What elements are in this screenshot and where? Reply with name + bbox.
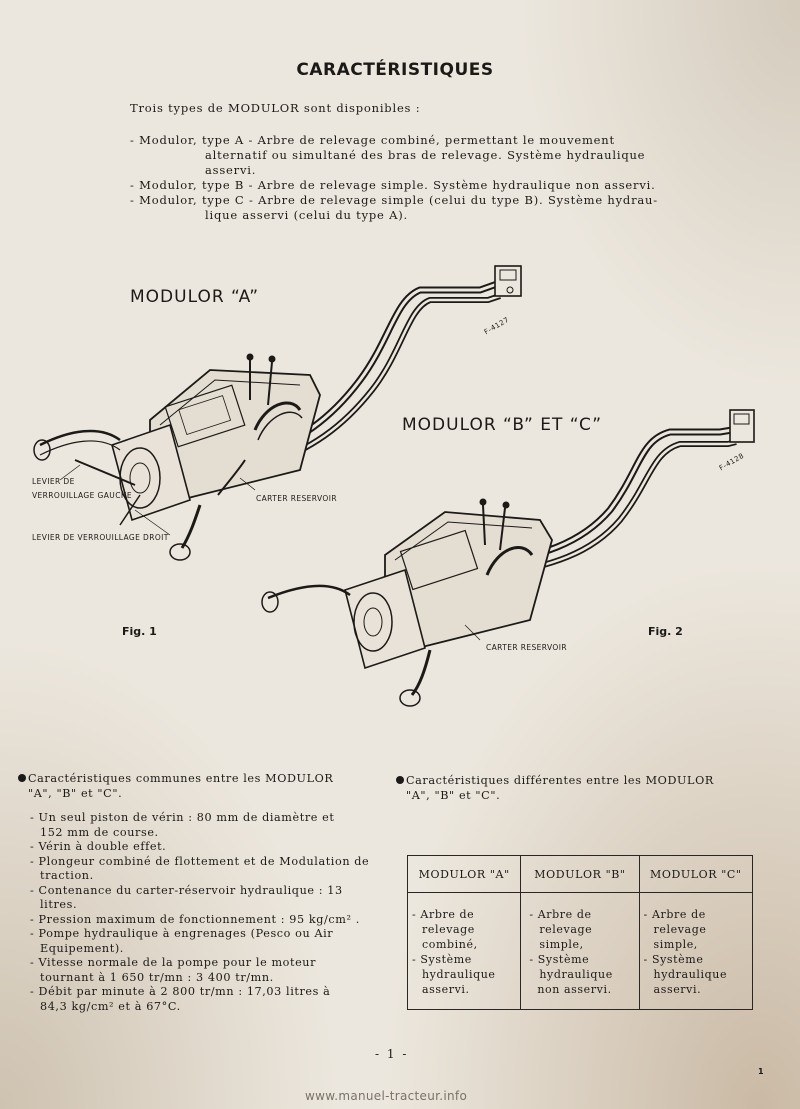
modulor-table: MODULOR "A" MODULOR "B" MODULOR "C" - Ar… xyxy=(406,855,754,1010)
type-b-line1: - Modulor, type B - Arbre de relevage si… xyxy=(130,178,656,192)
page-number: - 1 - xyxy=(375,1047,409,1061)
table-header-row: MODULOR "A" MODULOR "B" MODULOR "C" xyxy=(406,855,754,893)
different-heading-2: "A", "B" et "C". xyxy=(406,788,501,802)
common-heading-1: Caractéristiques communes entre les MODU… xyxy=(28,772,334,785)
callout-lever-left-2: VERROUILLAGE GAUCHE xyxy=(32,491,133,500)
table-row: - Arbre de relevage combiné, - Système h… xyxy=(406,892,754,1010)
figure1-caption: Fig. 1 xyxy=(122,625,157,638)
list-item: - Débit par minute à 2 800 tr/mn : 17,03… xyxy=(30,985,331,1013)
figure2-drawing xyxy=(261,409,755,707)
common-section: Caractéristiques communes entre les MODU… xyxy=(18,772,369,1014)
list-item: - Vitesse normale de la pompe pour le mo… xyxy=(30,956,317,984)
callout-reservoir-1: CARTER RESERVOIR xyxy=(256,494,337,503)
callout-lever-right: LEVIER DE VERROUILLAGE DROIT xyxy=(32,533,169,542)
types-list: - Modulor, type A - Arbre de relevage co… xyxy=(130,133,658,223)
figure2-caption: Fig. 2 xyxy=(648,625,683,638)
intro-text: Trois types de MODULOR sont disponibles … xyxy=(130,101,421,115)
list-item: - Pression maximum de fonctionnement : 9… xyxy=(30,912,360,926)
table-cell-c: - Arbre de relevage simple, - Système hy… xyxy=(638,892,754,1010)
list-item: - Contenance du carter-réservoir hydraul… xyxy=(30,883,343,912)
watermark-link[interactable]: www.manuel-tracteur.info xyxy=(305,1089,468,1103)
list-item: - Pompe hydraulique à engrenages (Pesco … xyxy=(30,927,334,955)
type-a-line2: alternatif ou simultané des bras de rele… xyxy=(205,148,646,162)
table-header: MODULOR "C" xyxy=(638,855,754,893)
table-header: MODULOR "B" xyxy=(520,855,640,893)
corner-number: 1 xyxy=(758,1067,764,1076)
common-heading-2: "A", "B" et "C". xyxy=(28,786,123,800)
table-header: MODULOR "A" xyxy=(406,855,522,893)
list-item: - Plongeur combiné de flottement et de M… xyxy=(30,854,370,883)
common-list: - Un seul piston de vérin : 80 mm de dia… xyxy=(18,811,369,1014)
type-a-line1: - Modulor, type A - Arbre de relevage co… xyxy=(130,133,615,147)
callout-lever-left-1: LEVIER DE xyxy=(32,477,75,486)
different-section: Caractéristiques différentes entre les M… xyxy=(396,774,714,803)
different-heading-1: Caractéristiques différentes entre les M… xyxy=(406,774,714,787)
table-cell-a: - Arbre de relevage combiné, - Système h… xyxy=(406,892,522,1010)
list-item: - Vérin à double effet. xyxy=(30,840,167,853)
figure1-drawing xyxy=(33,265,522,561)
type-c-line2: lique asservi (celui du type A). xyxy=(205,208,408,222)
bullet-icon xyxy=(396,776,404,784)
type-c-line1: - Modulor, type C - Arbre de relevage si… xyxy=(130,193,658,207)
page-title: CARACTÉRISTIQUES xyxy=(296,60,494,80)
figure2-heading: MODULOR “B” ET “C” xyxy=(402,415,602,435)
list-item: - Un seul piston de vérin : 80 mm de dia… xyxy=(30,811,335,839)
callout-reservoir-2: CARTER RESERVOIR xyxy=(486,643,567,652)
figure1-heading: MODULOR “A” xyxy=(130,287,259,307)
bullet-icon xyxy=(18,774,26,782)
type-a-line3: asservi. xyxy=(205,163,257,177)
table-cell-b: - Arbre de relevage simple, - Système hy… xyxy=(520,892,640,1010)
